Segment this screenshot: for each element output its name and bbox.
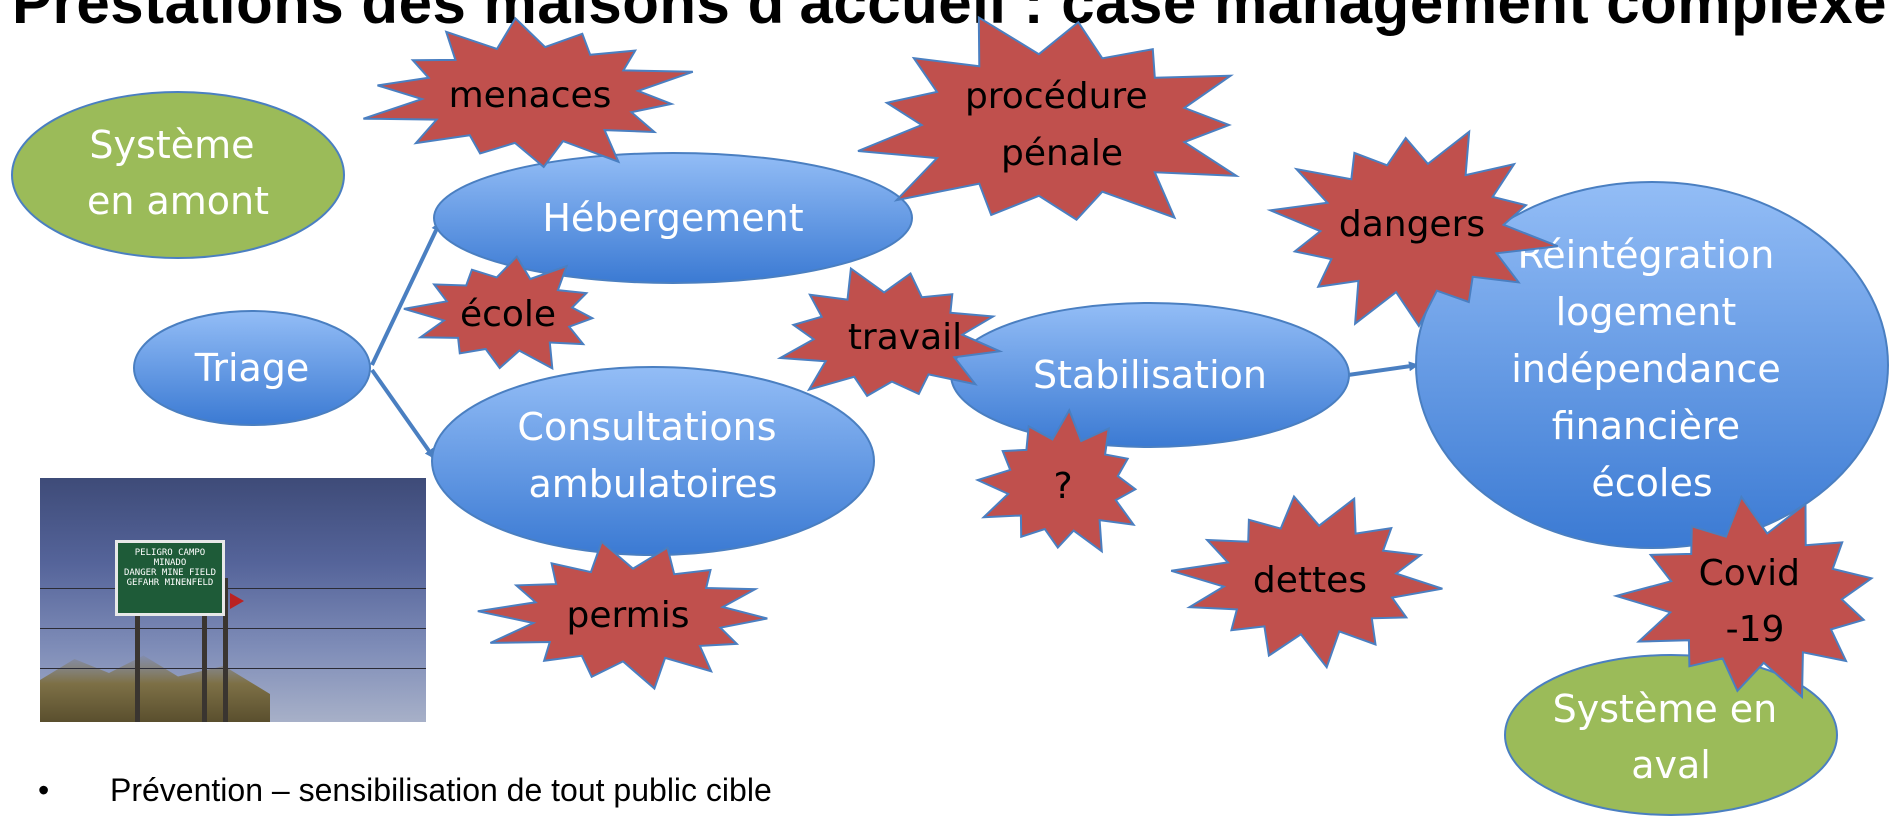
hebergement-label: Hébergement <box>542 196 803 240</box>
svg-text:Système en aval: Système en aval <box>1553 687 1790 787</box>
arrow-stabilisation-reintegration <box>1347 361 1419 377</box>
stabilisation-node: Stabilisation <box>950 302 1350 448</box>
svg-text:Système en amont: Système en amont <box>87 123 269 223</box>
downstream-system-line2: aval <box>1631 743 1711 787</box>
threat-covid: Covid -19 <box>1612 494 1874 700</box>
svg-text:procédure pénale: procédure pénale <box>965 76 1159 174</box>
threat-ecole-label: école <box>460 294 556 335</box>
arrow-triage-hebergement <box>370 221 442 366</box>
sign-post <box>202 616 207 722</box>
barbed-wire <box>40 628 426 629</box>
sign-line: MINADO <box>153 558 187 568</box>
stabilisation-label: Stabilisation <box>1033 353 1267 397</box>
sign-post <box>135 616 140 722</box>
threat-dangers-label: dangers <box>1339 204 1485 245</box>
fence-post <box>223 578 228 722</box>
svg-text:Réintégration logement: Réintégration logement indépendance fina… <box>1511 233 1793 505</box>
threat-procedure-line1: procédure <box>965 76 1148 117</box>
triage-label: Triage <box>194 346 310 390</box>
downstream-system-node: Système en aval <box>1504 654 1838 816</box>
hebergement-node: Hébergement <box>433 152 913 284</box>
sign-line: GEFAHR MINENFELD <box>126 578 214 588</box>
threat-question-label: ? <box>1053 466 1072 507</box>
threat-procedure-penale: procédure pénale <box>857 15 1241 221</box>
threat-covid-line2: -19 <box>1726 609 1785 650</box>
consultations-node: Consultations ambulatoires <box>431 366 875 556</box>
arrow-triage-consultations <box>370 368 436 460</box>
sign-line: DANGER MINE FIELD <box>123 568 217 578</box>
threat-question: ? <box>974 407 1138 554</box>
threat-dettes: dettes <box>1170 494 1443 670</box>
threat-covid-line1: Covid <box>1699 553 1800 594</box>
threat-ecole: école <box>403 254 595 371</box>
threat-menaces-label: menaces <box>449 75 612 116</box>
upstream-system-line2: en amont <box>87 179 269 223</box>
reintegration-line3: indépendance <box>1511 347 1781 391</box>
red-flag <box>230 593 244 609</box>
svg-text:Covid -19: Covid -19 <box>1699 553 1812 650</box>
reintegration-line2: logement <box>1556 290 1737 334</box>
threat-procedure-line2: pénale <box>1001 133 1123 174</box>
threat-travail-label: travail <box>848 317 962 358</box>
consultations-line1: Consultations <box>517 405 776 449</box>
svg-text:Consultations ambulatoir: Consultations ambulatoires <box>517 405 788 506</box>
bullet-text: Prévention – sensibilisation de tout pub… <box>110 772 772 808</box>
grass-foreground <box>40 655 270 722</box>
triage-node: Triage <box>133 310 371 426</box>
minefield-sign: PELIGRO CAMPO MINADO DANGER MINE FIELD G… <box>115 540 225 616</box>
threat-dettes-label: dettes <box>1253 560 1367 601</box>
reintegration-line4: financière <box>1552 404 1740 448</box>
reintegration-line1: Réintégration <box>1518 233 1775 277</box>
bullet-marker: • <box>38 772 50 808</box>
barbed-wire <box>40 588 426 589</box>
barbed-wire <box>40 668 426 669</box>
threat-travail: travail <box>776 266 1004 398</box>
consultations-line2: ambulatoires <box>528 462 777 506</box>
threat-menaces: menaces <box>363 16 694 169</box>
page-title: Prestations des maisons d'accueil : case… <box>11 0 1888 36</box>
upstream-system-line1: Système <box>89 123 254 167</box>
threat-permis: permis <box>477 540 768 691</box>
threat-dangers: dangers <box>1266 129 1559 328</box>
reintegration-node: Réintégration logement indépendance fina… <box>1415 181 1889 549</box>
minefield-photo: PELIGRO CAMPO MINADO DANGER MINE FIELD G… <box>40 478 426 722</box>
upstream-system-node: Système en amont <box>11 91 345 259</box>
bullet-item: • Prévention – sensibilisation de tout pu… <box>38 772 772 809</box>
reintegration-line5: écoles <box>1591 461 1712 505</box>
downstream-system-line1: Système en <box>1553 687 1778 731</box>
sign-line: PELIGRO CAMPO <box>134 548 206 558</box>
threat-permis-label: permis <box>567 595 690 636</box>
